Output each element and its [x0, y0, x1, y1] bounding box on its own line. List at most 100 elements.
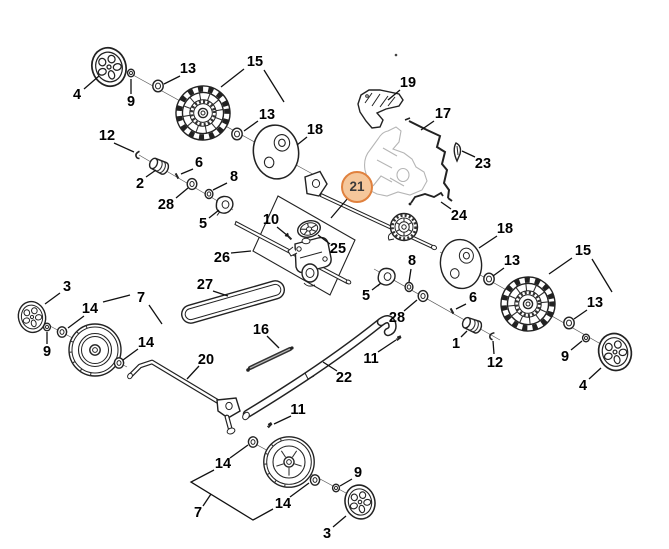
callout-4-left[interactable]: 4 — [72, 86, 82, 103]
leader-14-mid — [229, 444, 249, 459]
leader-7-left — [148, 304, 163, 325]
leader-10 — [276, 226, 289, 237]
callout-7-left[interactable]: 7 — [136, 289, 146, 306]
callout-9-topleft[interactable]: 9 — [126, 93, 136, 110]
leader-11-bottom — [273, 415, 292, 425]
callout-9-bottomleft[interactable]: 9 — [42, 343, 52, 360]
callout-3-bottom[interactable]: 3 — [322, 525, 332, 542]
callout-13-right-2[interactable]: 13 — [586, 294, 604, 311]
leader-21 — [330, 197, 349, 219]
traction-wheel-15-right — [498, 274, 557, 333]
callout-14-bottomright[interactable]: 14 — [274, 495, 292, 512]
callout-21[interactable]: 21 — [341, 171, 373, 203]
leader-11-right — [377, 339, 397, 353]
callout-28-right[interactable]: 28 — [388, 309, 406, 326]
callout-18-left[interactable]: 18 — [306, 121, 324, 138]
callout-5-right[interactable]: 5 — [361, 287, 371, 304]
leader-14-left-1 — [67, 315, 85, 329]
callout-14-mid[interactable]: 14 — [214, 455, 232, 472]
callout-14-left-1[interactable]: 14 — [81, 300, 99, 317]
leader-6-left — [180, 168, 194, 175]
bushing-14-mid — [247, 436, 259, 448]
callout-24[interactable]: 24 — [450, 207, 468, 224]
leader-20 — [186, 365, 200, 380]
leader-8-left — [212, 182, 228, 191]
callout-28-left[interactable]: 28 — [157, 196, 175, 213]
leader-3-bottom — [332, 515, 347, 528]
callout-15-left[interactable]: 15 — [246, 53, 264, 70]
callout-6-right[interactable]: 6 — [468, 289, 478, 306]
callout-15-right[interactable]: 15 — [574, 242, 592, 259]
leader-13-right-1 — [492, 267, 505, 277]
callout-13-topleft-1[interactable]: 13 — [179, 60, 197, 77]
callout-13-topleft-2[interactable]: 13 — [258, 106, 276, 123]
bushing-14-bottomright — [309, 474, 321, 486]
callout-18-right[interactable]: 18 — [496, 220, 514, 237]
callout-2[interactable]: 2 — [135, 175, 145, 192]
leader-1 — [460, 330, 468, 338]
leader-15-right — [591, 258, 613, 293]
callout-19[interactable]: 19 — [399, 74, 417, 91]
bracket-line — [189, 469, 274, 521]
callout-8-left[interactable]: 8 — [229, 168, 239, 185]
leader-17 — [420, 120, 435, 131]
callout-25[interactable]: 25 — [329, 240, 347, 257]
callout-7-bottom[interactable]: 7 — [193, 504, 203, 521]
callout-5-left[interactable]: 5 — [198, 215, 208, 232]
callout-22[interactable]: 22 — [335, 369, 353, 386]
callout-3-left[interactable]: 3 — [62, 278, 72, 295]
callout-11-bottom[interactable]: 11 — [290, 401, 306, 418]
hub-cap-4-right — [593, 329, 637, 375]
leader-13-topleft-2 — [243, 120, 259, 132]
leader-13-right-2 — [573, 309, 588, 320]
leader-14-left-2 — [122, 348, 139, 361]
bearing-13-topleft-1 — [152, 79, 164, 93]
leader-9-right — [570, 340, 583, 351]
lock-lever-23 — [453, 142, 462, 163]
leader-3-left — [44, 292, 61, 305]
callout-27[interactable]: 27 — [196, 276, 214, 293]
callout-10[interactable]: 10 — [262, 211, 280, 228]
leader-15-left — [220, 68, 245, 88]
leader-26 — [230, 250, 252, 254]
bolt-9-topleft — [126, 68, 136, 78]
callout-9-right[interactable]: 9 — [560, 348, 570, 365]
bearing-13-topleft-2 — [231, 127, 243, 141]
callout-12-right[interactable]: 12 — [486, 354, 504, 371]
callout-12-left[interactable]: 12 — [98, 127, 116, 144]
ring-28-left — [186, 177, 198, 191]
callout-17[interactable]: 17 — [434, 105, 452, 122]
leader-4-right — [588, 367, 602, 380]
leader-25 — [317, 234, 331, 245]
front-wheel-7-left — [68, 323, 122, 377]
drive-axle-21 — [304, 170, 438, 251]
parts-artwork — [14, 42, 637, 524]
bearing-housing-5-right — [376, 266, 397, 290]
leader-7-bottom — [202, 493, 212, 507]
callout-16[interactable]: 16 — [252, 321, 270, 338]
callout-6-left[interactable]: 6 — [194, 154, 204, 171]
drive-ratchet-gear — [387, 212, 419, 242]
wheel-disc-18-right — [436, 236, 486, 292]
bolt-9-bottomleft — [42, 322, 52, 332]
callout-23[interactable]: 23 — [474, 155, 492, 172]
callout-9-bottom[interactable]: 9 — [353, 464, 363, 481]
callout-14-left-2[interactable]: 14 — [137, 334, 155, 351]
screw-11-right — [395, 333, 403, 342]
wheel-disc-18-left — [249, 121, 303, 183]
callout-1[interactable]: 1 — [451, 335, 461, 352]
leader-5-right — [371, 282, 382, 291]
leader-18-left — [296, 136, 308, 146]
callout-8-right[interactable]: 8 — [407, 252, 417, 269]
callout-26[interactable]: 26 — [213, 249, 231, 266]
callout-20[interactable]: 20 — [197, 351, 215, 368]
leader-18-right — [478, 235, 498, 249]
callout-11-right[interactable]: 11 — [363, 350, 379, 367]
callout-4-right[interactable]: 4 — [578, 377, 588, 394]
screw-11-bottom — [266, 421, 273, 429]
callout-13-right-1[interactable]: 13 — [503, 252, 521, 269]
leader-7-left — [102, 294, 131, 303]
bushing-14-left-1 — [56, 326, 68, 338]
drive-belt-27 — [181, 280, 285, 324]
